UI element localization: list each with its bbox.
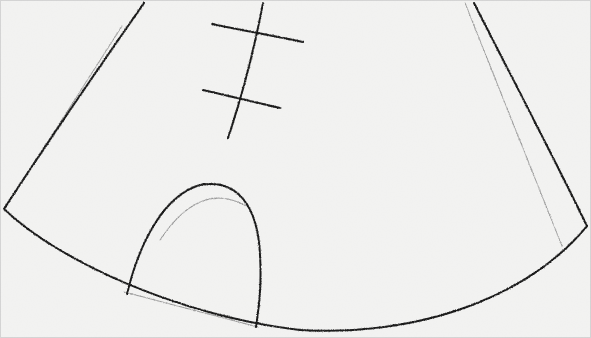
sketch-canvas <box>0 0 591 338</box>
paper-texture <box>1 1 590 337</box>
